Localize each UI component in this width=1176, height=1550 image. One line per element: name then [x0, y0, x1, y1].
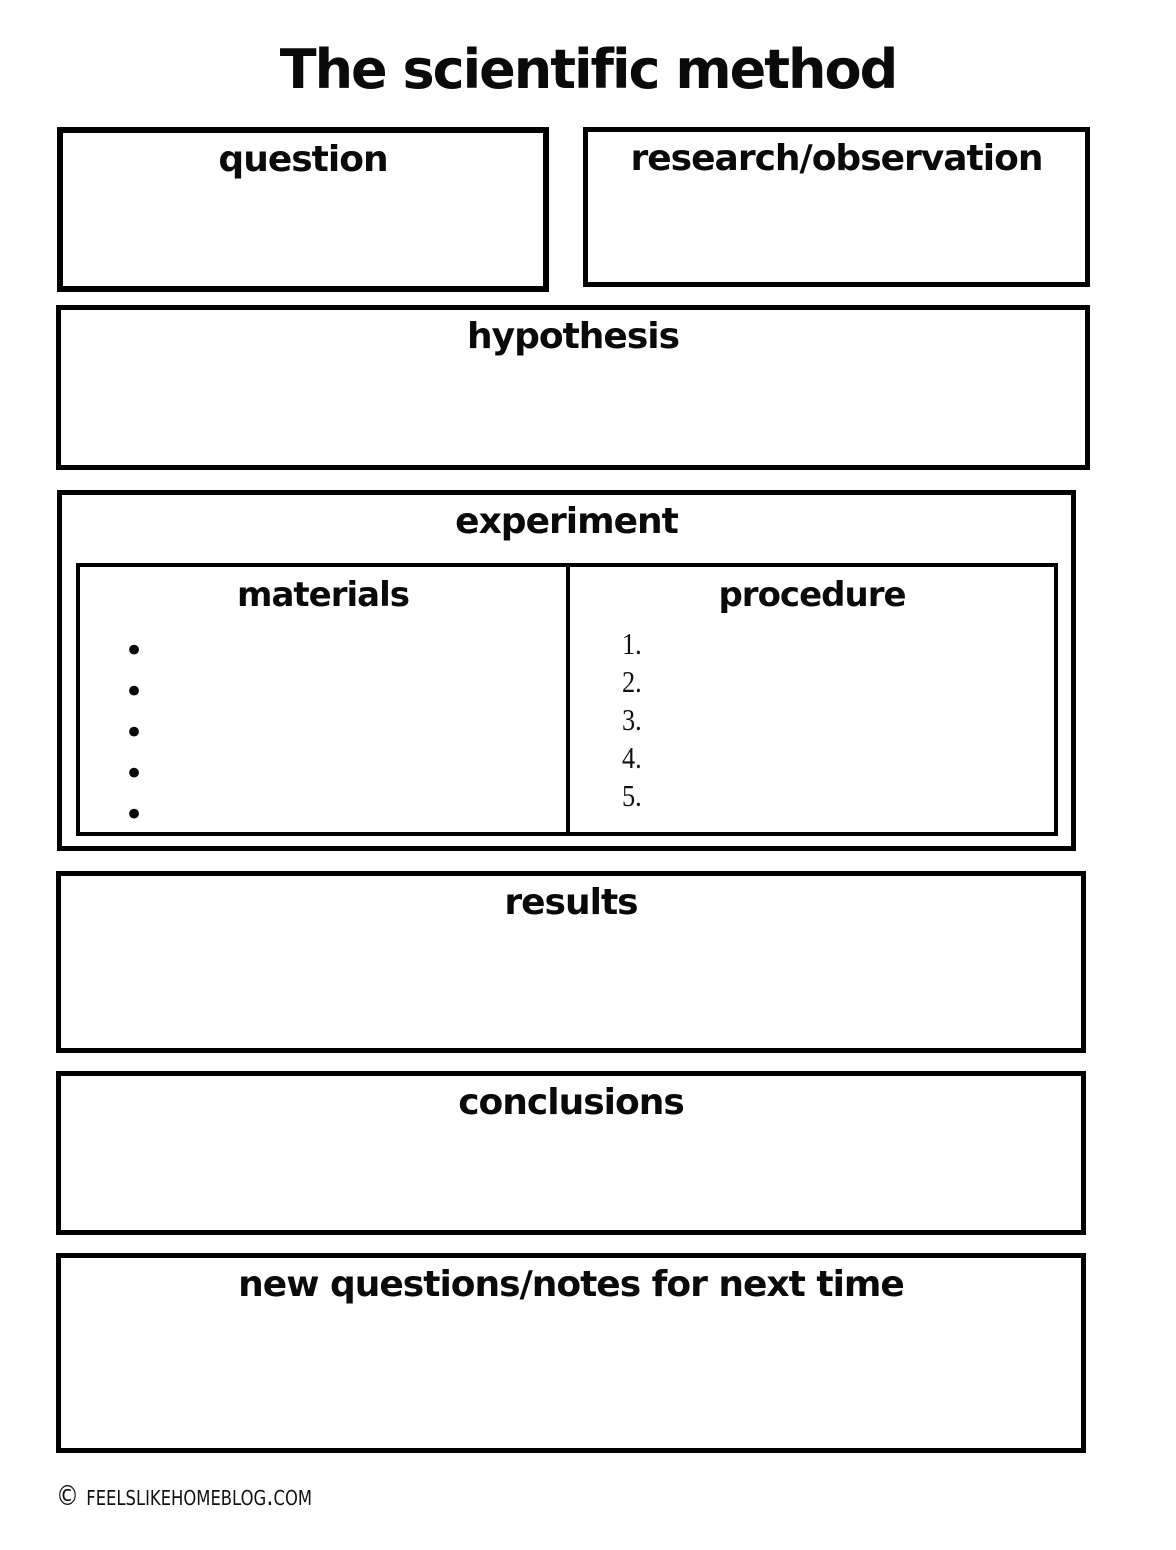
- bullet-icon: •: [124, 795, 145, 835]
- procedure-step-list: 1. 2. 3. 4. 5.: [570, 625, 1054, 815]
- procedure-step-number: 2.: [622, 664, 642, 699]
- new-questions-box: new questions/notes for next time: [56, 1253, 1086, 1453]
- bullet-icon: •: [124, 672, 145, 712]
- bullet-icon: •: [124, 754, 145, 794]
- materials-bullet-list: • • • • •: [80, 631, 566, 836]
- hypothesis-box: hypothesis: [56, 305, 1090, 470]
- experiment-label: experiment: [455, 501, 679, 542]
- research-observation-box: research/observation: [583, 127, 1090, 287]
- procedure-step-number: 5.: [622, 778, 642, 813]
- materials-column: materials • • • • •: [80, 567, 570, 835]
- experiment-box: experiment materials • • • • • procedure…: [57, 490, 1076, 851]
- new-questions-label: new questions/notes for next time: [238, 1264, 905, 1305]
- copyright-footer: © feelslikehomeblog.com: [56, 1479, 313, 1512]
- page-title: The scientific method: [279, 38, 898, 101]
- conclusions-label: conclusions: [458, 1082, 685, 1123]
- question-box: question: [57, 127, 549, 292]
- hypothesis-label: hypothesis: [466, 316, 680, 357]
- bullet-icon: •: [124, 713, 145, 753]
- research-observation-label: research/observation: [630, 138, 1044, 179]
- procedure-column: procedure 1. 2. 3. 4. 5.: [570, 567, 1054, 832]
- question-label: question: [218, 139, 388, 180]
- experiment-table: materials • • • • • procedure 1. 2. 3. 4…: [76, 563, 1058, 836]
- results-box: results: [56, 871, 1086, 1053]
- procedure-step-number: 1.: [622, 626, 642, 661]
- results-label: results: [504, 882, 638, 923]
- conclusions-box: conclusions: [56, 1071, 1086, 1235]
- procedure-step-number: 4.: [622, 740, 642, 775]
- materials-label: materials: [237, 575, 410, 615]
- procedure-label: procedure: [718, 575, 906, 615]
- bullet-icon: •: [124, 631, 145, 671]
- procedure-step-number: 3.: [622, 702, 642, 737]
